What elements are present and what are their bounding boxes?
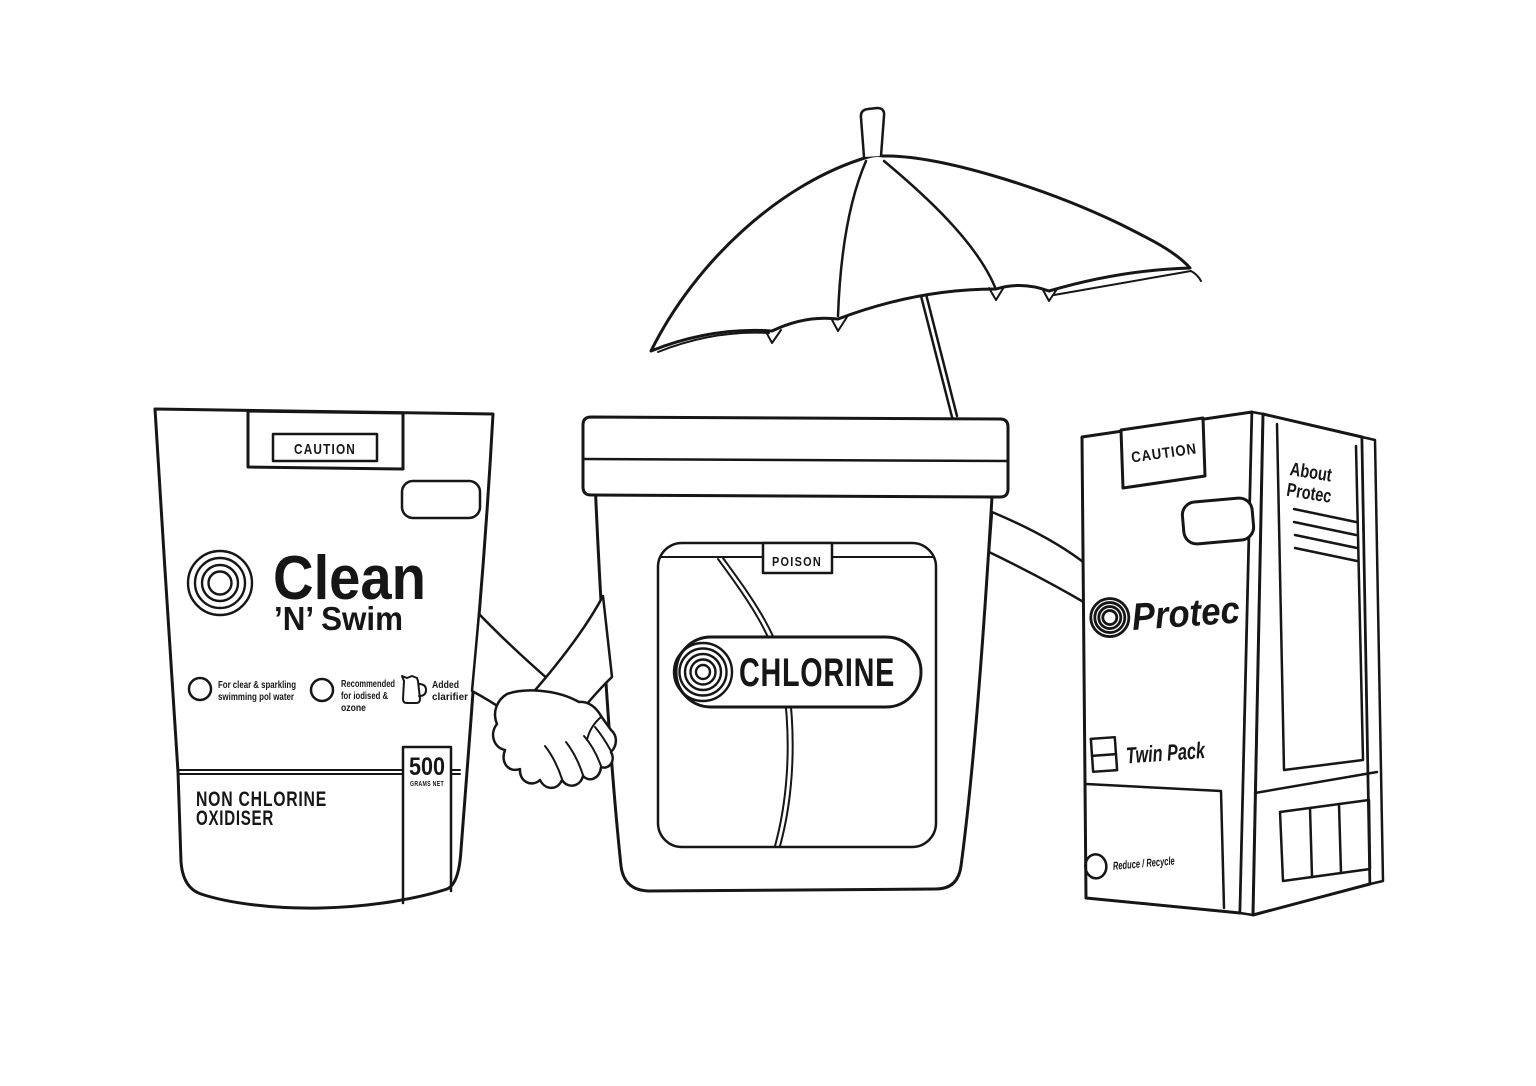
box-side-title: About Protec	[1285, 459, 1334, 508]
recycle-text: Reduce / Recycle	[1112, 855, 1175, 872]
feature2-line1: Recommended	[341, 678, 395, 690]
umbrella-shaft	[919, 292, 959, 419]
clasped-hands	[491, 689, 618, 790]
pouch-product: CAUTION Clean ’N’ Swim For clear & spark…	[153, 407, 495, 910]
bucket-lid	[581, 415, 1010, 499]
umbrella-rib-notch	[988, 286, 1005, 301]
pouch-divider-line	[177, 769, 461, 775]
pouch-type-line2: OXIDISER	[196, 807, 274, 830]
umbrella-edge-detail	[1053, 270, 1202, 296]
bucket-product: POISON CHLORINE	[581, 415, 1010, 893]
poison-text: POISON	[772, 554, 822, 569]
box-side-text-lines	[1292, 507, 1359, 563]
umbrella-rib-notch	[1042, 288, 1058, 302]
net-weight-value: 500	[409, 753, 445, 781]
chlorine-brand-text: CHLORINE	[739, 651, 895, 695]
feature3-line2: clarifier	[432, 691, 468, 703]
holding-hands-icon	[470, 594, 618, 790]
feature1-line2: swimming pol water	[218, 691, 294, 703]
twin-pack-text: Twin Pack	[1125, 737, 1206, 769]
feature3-line1: Added	[432, 679, 459, 691]
umbrella-canopy	[649, 153, 1192, 353]
feature2-line3: ozone	[341, 702, 366, 714]
poison-tab	[761, 541, 834, 575]
box-product: CAUTION Protec Twin Pack Reduce / Recycl…	[1080, 410, 1385, 917]
finger-lines	[544, 716, 612, 780]
circle-mark-icon	[1084, 853, 1108, 880]
umbrella-rib	[836, 159, 868, 318]
feature1-line1: For clear & sparkling	[218, 679, 296, 691]
box-front-face	[1080, 410, 1254, 915]
concentric-circles-icon	[1089, 597, 1131, 638]
measuring-jug-icon	[401, 675, 427, 704]
recycle-lockup: Reduce / Recycle	[1084, 853, 1176, 880]
umbrella-tip	[859, 106, 886, 159]
pouch-type-line1: NON CHLORINE	[196, 788, 327, 811]
feature2-line2: for iodised &	[341, 690, 388, 702]
umbrella-rib-notch	[764, 329, 782, 344]
umbrella-rib-notch	[830, 316, 848, 332]
chlorine-pill-label	[674, 635, 923, 709]
box-brand-lockup: Protec	[1089, 590, 1241, 639]
umbrella-edge-detail	[657, 331, 770, 353]
concentric-circles-icon	[672, 641, 734, 703]
pouch-caution-box	[271, 432, 379, 463]
feature-bullet-circle	[309, 677, 335, 703]
box-side-panel-lines	[1275, 422, 1365, 772]
box-bottom-panel	[1084, 782, 1226, 910]
umbrella-rib	[882, 159, 997, 289]
bucket-right-arm	[987, 510, 1089, 606]
box-caution-label	[1119, 416, 1207, 490]
concentric-circles-icon	[186, 549, 254, 617]
box-brand-text: Protec	[1130, 590, 1241, 639]
twin-pack-lockup: Twin Pack	[1089, 735, 1207, 774]
box-blank-label	[1180, 496, 1256, 546]
box-side-vent-grid	[1278, 798, 1372, 883]
bucket-lid-rim-line	[581, 457, 1010, 463]
net-weight-unit: GRAMS NET	[410, 781, 444, 788]
pouch-top-fold	[246, 409, 405, 471]
pouch-brand-line1: Clean	[273, 544, 426, 613]
twin-pack-icon	[1089, 735, 1119, 774]
feature-bullet-circle	[187, 676, 213, 702]
umbrella-icon	[649, 106, 1202, 419]
pouch-brand-line2: ’N’ Swim	[274, 600, 403, 637]
pouch-outline	[153, 407, 495, 910]
pouch-caution-text: CAUTION	[294, 441, 356, 458]
net-weight-strip	[401, 745, 453, 905]
box-side-bottom-line	[1253, 770, 1379, 795]
pouch-blank-label	[400, 479, 482, 520]
